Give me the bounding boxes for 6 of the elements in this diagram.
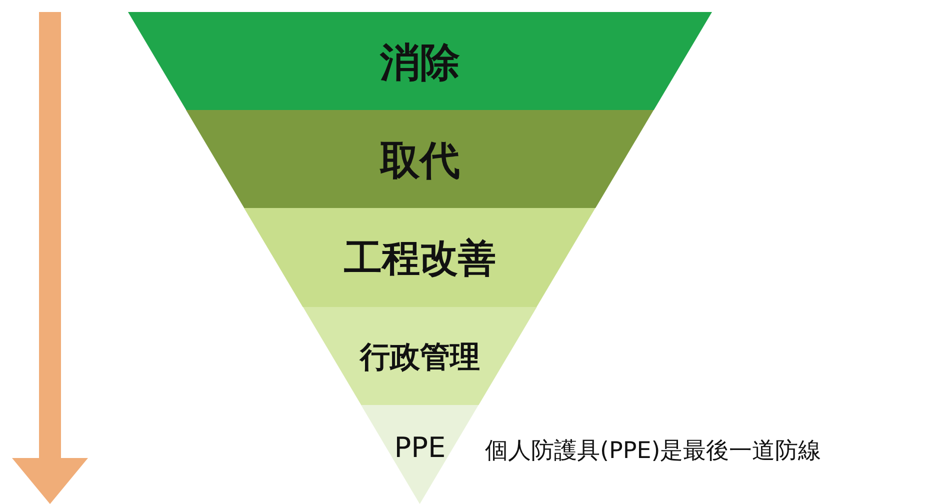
note-text: 個人防護具(PPE)是最後一道防線 [485, 436, 822, 466]
band-label: 工程改善 [344, 234, 496, 282]
band-label: 行政管理 [360, 338, 480, 376]
band-label: PPE [394, 431, 446, 464]
band-label: 消除 [380, 39, 460, 88]
band-label: 取代 [380, 137, 460, 186]
